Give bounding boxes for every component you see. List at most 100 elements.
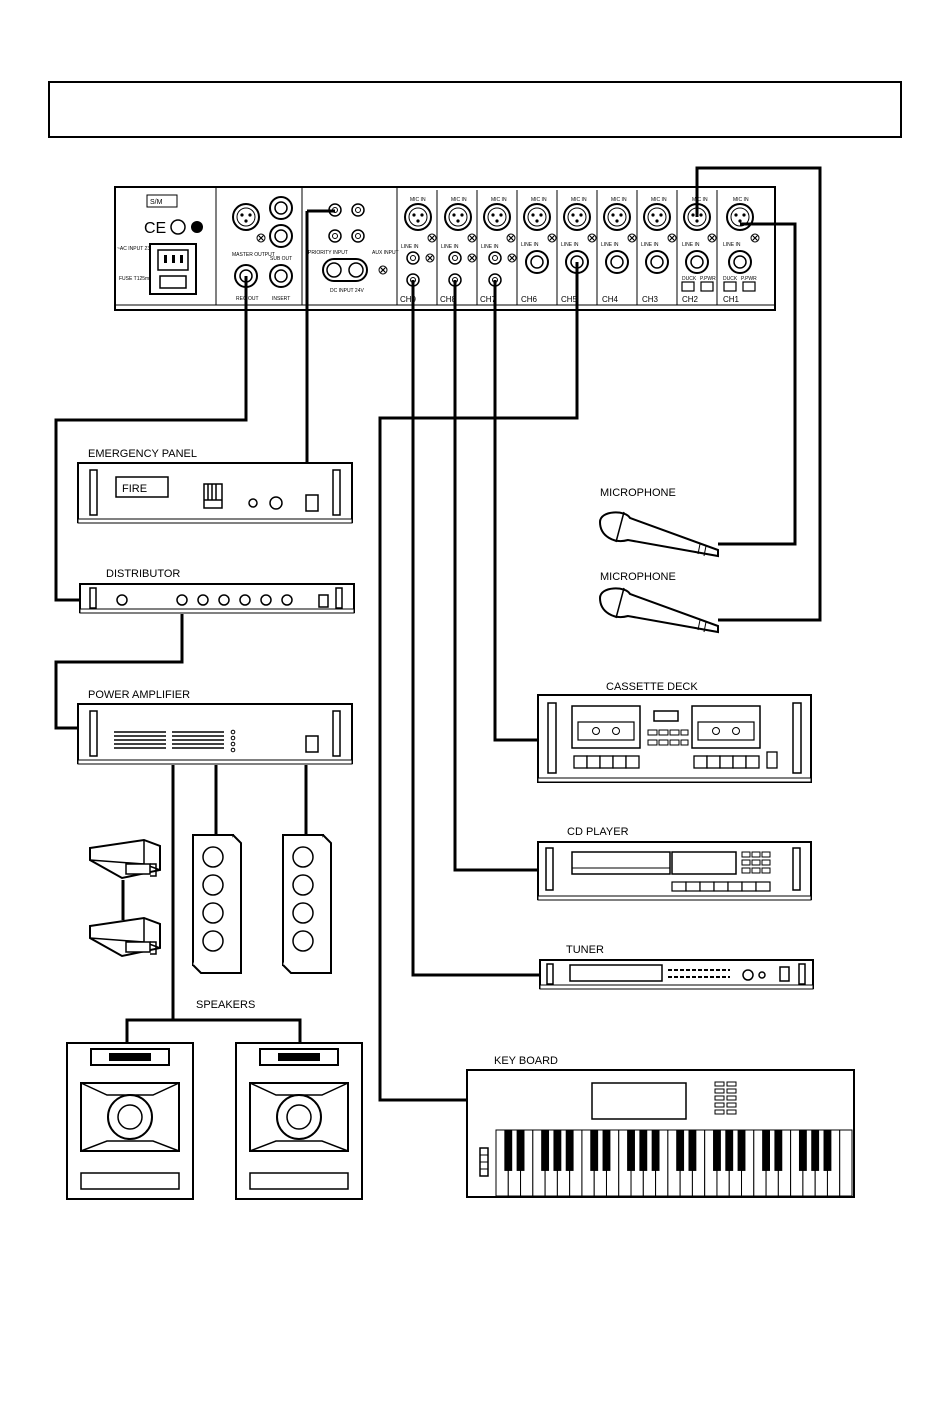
microphone-1-label: MICROPHONE xyxy=(600,487,676,499)
svg-text:MIC IN: MIC IN xyxy=(651,197,667,203)
svg-text:MIC IN: MIC IN xyxy=(410,197,426,203)
cassette-deck-label: CASSETTE DECK xyxy=(606,681,698,693)
black-key xyxy=(516,1130,525,1171)
svg-text:MIC IN: MIC IN xyxy=(571,197,587,203)
svg-text:LINE IN: LINE IN xyxy=(682,242,700,248)
duck-switch-ch1 xyxy=(723,281,737,292)
cabinet-speaker-left xyxy=(66,1042,194,1200)
horn-speaker-bottom xyxy=(89,917,161,957)
channel-label-ch7: CH7 xyxy=(480,295,497,304)
channel-strip-ch7: MIC IN LINE IN CH7 xyxy=(480,197,517,304)
channel-strip-ch8: MIC IN LINE IN CH8 xyxy=(440,197,477,304)
microphone-1 xyxy=(599,511,719,557)
black-key xyxy=(504,1130,513,1171)
channel-label-ch1: CH1 xyxy=(723,295,740,304)
recycle-mark-icon xyxy=(191,221,203,233)
channel-label-ch8: CH8 xyxy=(440,295,457,304)
white-key xyxy=(839,1129,853,1197)
svg-text:LINE IN: LINE IN xyxy=(601,242,619,248)
duck-switch-ch2 xyxy=(681,281,695,292)
svg-text:LINE IN: LINE IN xyxy=(401,244,419,250)
emergency-panel: FIRE xyxy=(77,462,353,524)
svg-text:LINE IN: LINE IN xyxy=(641,242,659,248)
cable-speaker-link xyxy=(125,1018,302,1045)
microphone-2-label: MICROPHONE xyxy=(600,571,676,583)
cable-ch5-to-keyboard xyxy=(378,262,579,1102)
sub-out-jack-1 xyxy=(269,196,293,220)
channel-strip-ch6: MIC IN LINE IN CH6 xyxy=(521,197,557,304)
microphone-2 xyxy=(599,587,719,633)
cabinet-speaker-right xyxy=(235,1042,363,1200)
cd-player-label: CD PLAYER xyxy=(567,826,629,838)
black-key xyxy=(774,1130,783,1171)
mixer-rear-panel: S/M CE ~AC INPUT 230V 50Hz 10W FUSE T125… xyxy=(114,186,776,311)
cassette-deck xyxy=(537,694,812,783)
fire-label: FIRE xyxy=(122,483,147,495)
svg-text:MIC IN: MIC IN xyxy=(531,197,547,203)
mixer-logo: S/M xyxy=(150,199,163,206)
svg-text:MIC IN: MIC IN xyxy=(692,197,708,203)
black-key xyxy=(541,1130,550,1171)
svg-text:MIC IN: MIC IN xyxy=(733,197,749,203)
cable-ch2-to-microphone xyxy=(695,166,822,622)
title-box xyxy=(48,81,902,138)
insert-label: INSERT xyxy=(272,296,290,302)
black-key xyxy=(811,1130,820,1171)
channel-label-ch6: CH6 xyxy=(521,295,538,304)
svg-text:DUCK: DUCK xyxy=(682,276,697,282)
fire-switch-icon xyxy=(203,483,223,509)
keyboard-label: KEY BOARD xyxy=(494,1055,558,1067)
aux-input-rca-2 xyxy=(351,229,365,243)
black-key xyxy=(565,1130,574,1171)
channel-label-ch2: CH2 xyxy=(682,295,699,304)
channel-strip-ch9: MIC IN LINE IN CH9 xyxy=(400,197,437,304)
power-amplifier-label: POWER AMPLIFIER xyxy=(88,689,190,701)
black-key xyxy=(725,1130,734,1171)
cable-priority-to-emergency-panel xyxy=(305,209,335,462)
horn-speaker-top xyxy=(89,839,161,879)
svg-text:LINE IN: LINE IN xyxy=(521,242,539,248)
black-key xyxy=(553,1130,562,1171)
master-output-label: MASTER OUTPUT xyxy=(232,252,275,258)
distributor xyxy=(79,583,355,614)
column-speaker-left xyxy=(192,834,242,974)
priority-input-label: PRIORITY INPUT xyxy=(308,250,348,256)
aux-input-rca-1 xyxy=(351,203,365,217)
approval-mark-icon xyxy=(170,219,186,235)
cable-rec-out-to-distributor xyxy=(54,276,248,602)
distributor-label: DISTRIBUTOR xyxy=(106,568,180,580)
svg-text:P.PWR: P.PWR xyxy=(700,276,716,282)
insert-jack xyxy=(269,264,293,288)
channel-strip-ch1: MIC IN LINE IN DUCK P.PWR CH1 xyxy=(723,197,760,304)
channel-strip-ch5: MIC IN LINE IN CH5 xyxy=(561,197,597,304)
sub-out-label: SUB OUT xyxy=(270,256,292,262)
cables xyxy=(54,166,822,1102)
column-speaker-right xyxy=(282,834,332,974)
dc-input-label: DC INPUT 24V xyxy=(330,288,364,294)
cable-ch8-to-cd-player xyxy=(453,280,538,872)
svg-text:LINE IN: LINE IN xyxy=(723,242,741,248)
speakers-label: SPEAKERS xyxy=(196,999,255,1011)
black-key xyxy=(590,1130,599,1171)
black-key xyxy=(627,1130,635,1171)
phantom-switch-ch1 xyxy=(742,281,756,292)
ce-mark: CE xyxy=(144,220,166,237)
svg-text:MIC IN: MIC IN xyxy=(451,197,467,203)
phantom-switch-ch2 xyxy=(700,281,714,292)
cable-distributor-to-amplifier xyxy=(54,614,184,730)
cable-ch7-to-cassette xyxy=(493,280,538,742)
fuse-label: FUSE T125mAL/ 250V xyxy=(119,276,170,282)
cable-ch9-to-tuner xyxy=(411,280,540,977)
black-key xyxy=(651,1130,660,1171)
tuner xyxy=(539,959,814,990)
emergency-panel-label: EMERGENCY PANEL xyxy=(88,448,197,460)
black-key xyxy=(676,1130,685,1171)
cable-ch1-to-microphone xyxy=(718,222,797,546)
priority-input-rca-2 xyxy=(328,229,342,243)
svg-text:LINE IN: LINE IN xyxy=(481,244,499,250)
black-key xyxy=(737,1130,746,1171)
black-key xyxy=(639,1130,648,1171)
master-output-xlr xyxy=(232,203,260,231)
keyboard xyxy=(466,1069,855,1198)
black-key xyxy=(713,1130,721,1171)
